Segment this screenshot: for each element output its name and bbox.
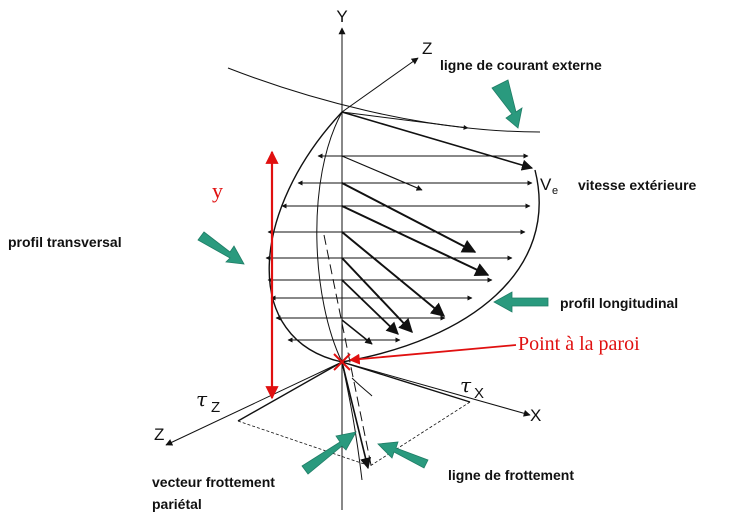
velocity-vectors (265, 111, 534, 345)
axis-x-label: X (530, 406, 541, 425)
wall-point-pointer (348, 344, 517, 365)
axis-z-bottom-label: Z (154, 425, 164, 444)
friction-line-curve (341, 361, 363, 481)
transverse-label: profil transversal (8, 234, 122, 250)
pointer-longitudinal (493, 291, 549, 313)
wall-friction-vector (341, 361, 372, 470)
x-axis (341, 361, 531, 417)
axis-z-top-label: Z (422, 39, 432, 58)
tau-z-symbol: τ (196, 387, 208, 411)
longitudinal-label: profil longitudinal (560, 295, 678, 311)
wall-friction-label-2: pariétal (152, 496, 202, 512)
external-streamline (227, 67, 541, 133)
inner-profile-curve (316, 111, 343, 363)
pointer-transverse (197, 231, 245, 265)
tau-x-symbol: τ (460, 373, 472, 397)
axis-y-label: Y (336, 7, 347, 26)
z-axis-top (341, 57, 419, 113)
ve-symbol: V (540, 175, 552, 194)
y-height-label: y (212, 178, 223, 203)
teal-pointers (197, 79, 549, 475)
longitudinal-profile-curve (341, 169, 540, 363)
streamline-label: ligne de courant externe (440, 57, 602, 73)
friction-line-label: ligne de frottement (448, 467, 574, 483)
z-axis-bottom (165, 361, 343, 446)
labels: Y Z Z X ligne de courant externe V e vit… (8, 7, 697, 512)
ve-subscript: e (552, 185, 558, 197)
wall-point-mark (333, 353, 351, 371)
wall-point-label: Point à la paroi (518, 333, 640, 355)
pointer-wall-vector (301, 431, 357, 475)
wall-friction-label-1: vecteur frottement (152, 474, 275, 490)
red-annotations (265, 150, 517, 400)
wall-friction (237, 361, 471, 481)
pointer-streamline (491, 79, 523, 129)
axes (165, 27, 541, 510)
tau-x-sub: X (474, 385, 484, 402)
long-dashed-line (323, 234, 373, 471)
ve-description: vitesse extérieure (578, 177, 697, 193)
transverse-profile-curve (268, 111, 343, 363)
pointer-friction-line (377, 441, 429, 469)
tau-z-sub: Z (211, 399, 220, 416)
